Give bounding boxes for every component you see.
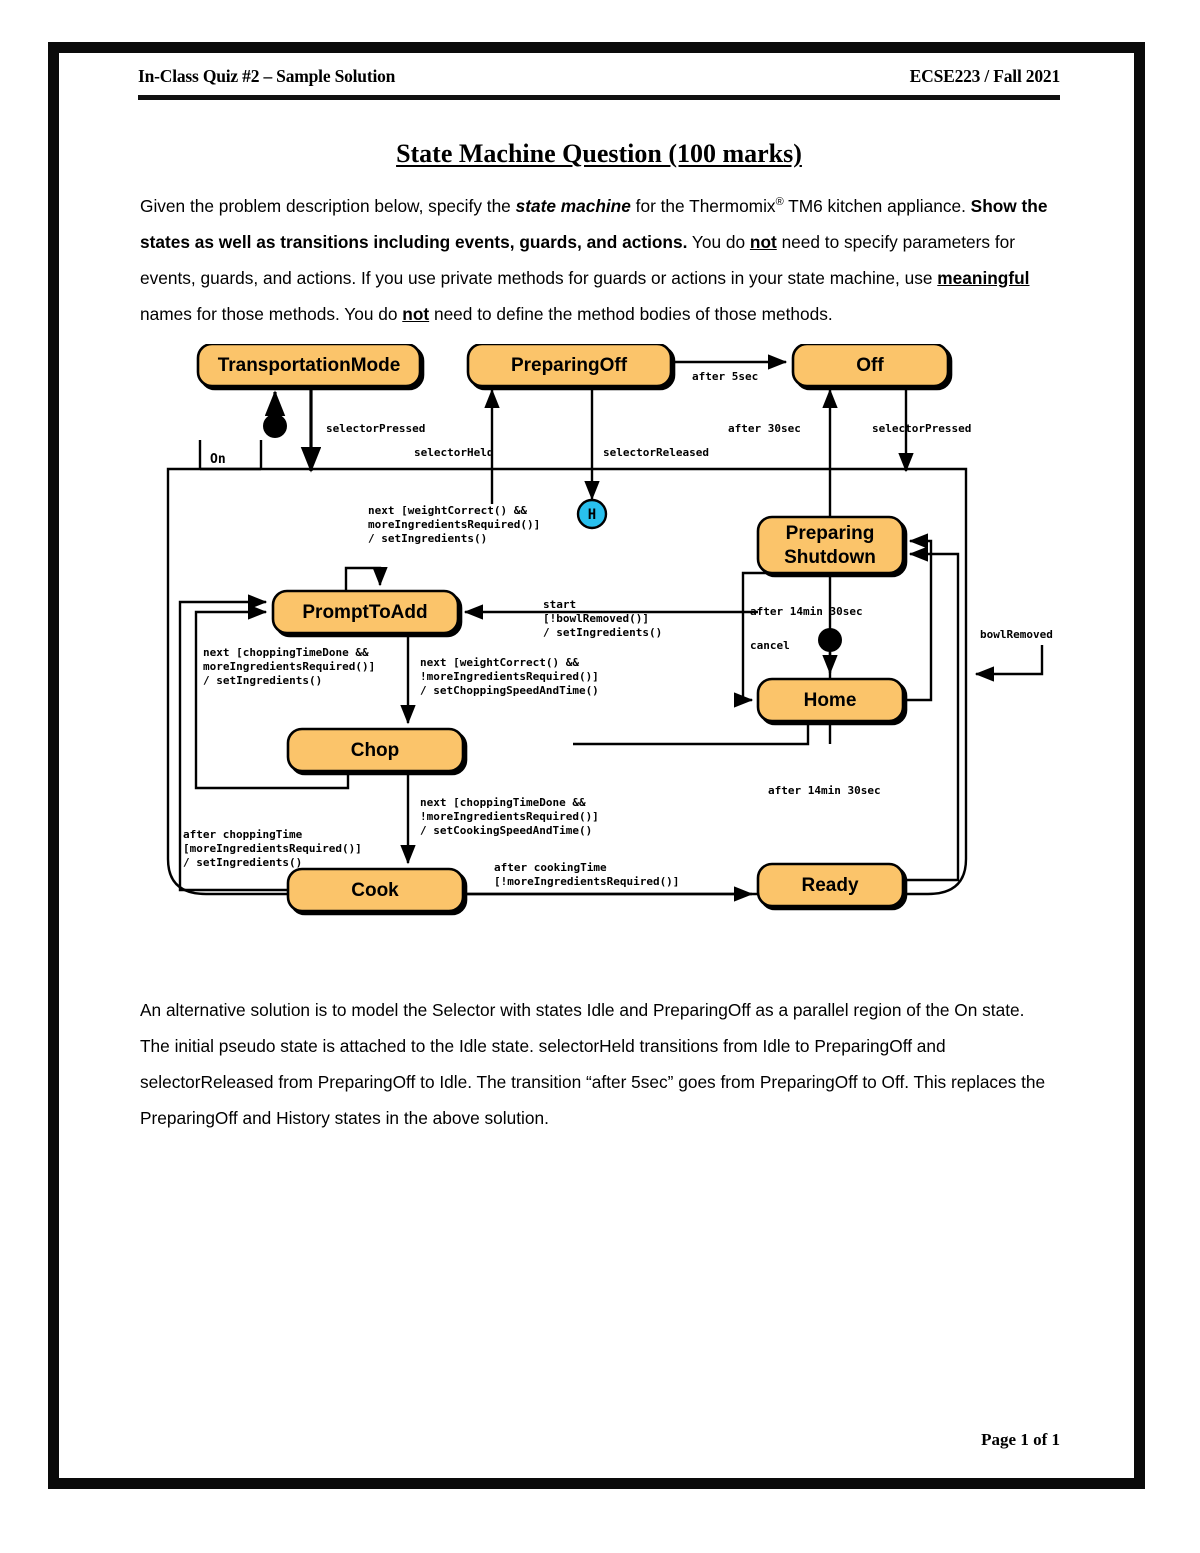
state-label-chop: Chop [351,740,400,761]
label-selectorheld: selectorHeld [414,446,493,459]
intro-underline-1: not [749,231,777,252]
label-tocook-line3: / setCookingSpeedAndTime() [420,824,592,837]
history-pseudostate: H [576,498,608,530]
region-label: On [210,452,226,467]
label-start-line1: start [543,598,576,611]
label-chopback-line3: / setIngredients() [203,674,322,687]
state-label-cook: Cook [351,880,399,901]
state-off[interactable]: Off [791,344,950,388]
registered-mark: ® [775,196,784,208]
state-label-preparingoff: PreparingOff [511,355,628,376]
label-start-line2: [!bowlRemoved()] [543,612,649,625]
transition-prompttoadd-self [344,566,388,591]
document-header: In-Class Quiz #2 – Sample Solution ECSE2… [138,62,1060,102]
state-label-off: Off [856,355,884,376]
transition-ready-to-preparingshutdown [903,546,960,882]
state-preparing-shutdown[interactable]: Preparing Shutdown [756,515,905,575]
transition-cancel [734,571,770,708]
label-chopback-line1: next [choppingTimeDone && [203,646,369,659]
state-label-preparingshutdown-line1: Preparing [786,523,875,544]
state-label-prompttoadd: PromptToAdd [302,602,427,623]
label-cancel: cancel [750,639,790,652]
transition-home-to-preparingshutdown [903,533,933,702]
label-start-line3: / setIngredients() [543,626,662,639]
state-prompt-to-add[interactable]: PromptToAdd [271,589,460,635]
intro-underline-2: meaningful [937,267,1030,288]
state-transportation-mode[interactable]: TransportationMode [196,344,422,388]
intro-text-7: need to define the method bodies of thos… [429,303,833,324]
state-preparing-off[interactable]: PreparingOff [466,344,673,388]
page-title: State Machine Question (100 marks) [396,139,802,168]
label-tochop-line1: next [weightCorrect() && [420,656,579,669]
header-right-course: ECSE223 / Fall 2021 [909,66,1061,86]
label-selfloop-line1: next [weightCorrect() && [368,504,527,517]
state-cook[interactable]: Cook [286,867,465,913]
on-region [166,467,968,896]
label-selfloop-line2: moreIngredientsRequired()] [368,518,540,531]
intro-text-3: TM6 kitchen appliance. [783,195,971,216]
page-content: In-Class Quiz #2 – Sample Solution ECSE2… [138,62,1060,1472]
label-tochop-line2: !moreIngredientsRequired()] [420,670,599,683]
label-after5sec: after 5sec [692,370,758,383]
label-toready-line1: after cookingTime [494,861,607,874]
label-selectorreleased: selectorReleased [603,446,709,459]
label-chopback-line2: moreIngredientsRequired()] [203,660,375,673]
label-selectorpressed-right: selectorPressed [872,422,971,435]
state-home[interactable]: Home [756,677,905,723]
header-divider [138,95,1060,100]
state-label-ready: Ready [801,875,858,896]
label-tochop-line3: / setChoppingSpeedAndTime() [420,684,599,697]
label-cookback-line1: after choppingTime [183,828,303,841]
intro-emphasis: state machine [515,195,631,216]
page-frame-border [48,42,1145,1489]
intro-text-1: Given the problem description below, spe… [140,195,516,216]
transition-bowlremoved: bowlRemoved [974,628,1053,682]
intro-text-5: need to specify parameters for events, g… [140,231,1015,288]
label-after14min30-bottom: after 14min 30sec [768,784,881,797]
label-cookback-line3: / setIngredients() [183,856,302,869]
transition-home-exit [573,723,810,746]
state-ready[interactable]: Ready [756,862,905,908]
header-left-title: In-Class Quiz #2 – Sample Solution [138,66,396,86]
label-toready-line2: [!moreIngredientsRequired()] [494,875,679,888]
label-after14min30-top: after 14min 30sec [750,605,863,618]
state-chop[interactable]: Chop [286,727,465,773]
transition-cook-to-prompttoadd [178,594,288,892]
label-bowlremoved: bowlRemoved [980,628,1053,641]
alternative-paragraph: An alternative solution is to model the … [140,1000,1046,1128]
state-label-preparingshutdown-line2: Shutdown [784,547,876,568]
label-tocook-line1: next [choppingTimeDone && [420,796,586,809]
history-label: H [588,507,596,523]
region-name-tab: On [198,440,263,471]
page-footer: Page 1 of 1 [981,1430,1060,1449]
intro-bold-1: Show the states as well as transitions i… [140,195,1048,252]
initial-pseudostate-home [818,628,842,675]
intro-paragraph: Given the problem description below, spe… [140,184,1058,332]
label-selectorpressed-left: selectorPressed [326,422,425,435]
intro-underline-3: not [402,303,430,324]
state-machine-diagram: .st{fill:#FBC46A;stroke:#000;stroke-widt… [158,344,1058,964]
intro-text-4: You do [687,231,750,252]
intro-text-6: names for those methods. You do [140,303,403,324]
state-label-home: Home [804,690,857,711]
initial-pseudostate-top [263,390,287,438]
state-label-transportationmode: TransportationMode [218,355,401,376]
label-after30sec: after 30sec [728,422,801,435]
label-tocook-line2: !moreIngredientsRequired()] [420,810,599,823]
label-selfloop-line3: / setIngredients() [368,532,487,545]
transition-chop-to-prompttoadd [194,604,350,790]
intro-text-2: for the Thermomix [630,195,776,216]
label-cookback-line2: [moreIngredientsRequired()] [183,842,362,855]
